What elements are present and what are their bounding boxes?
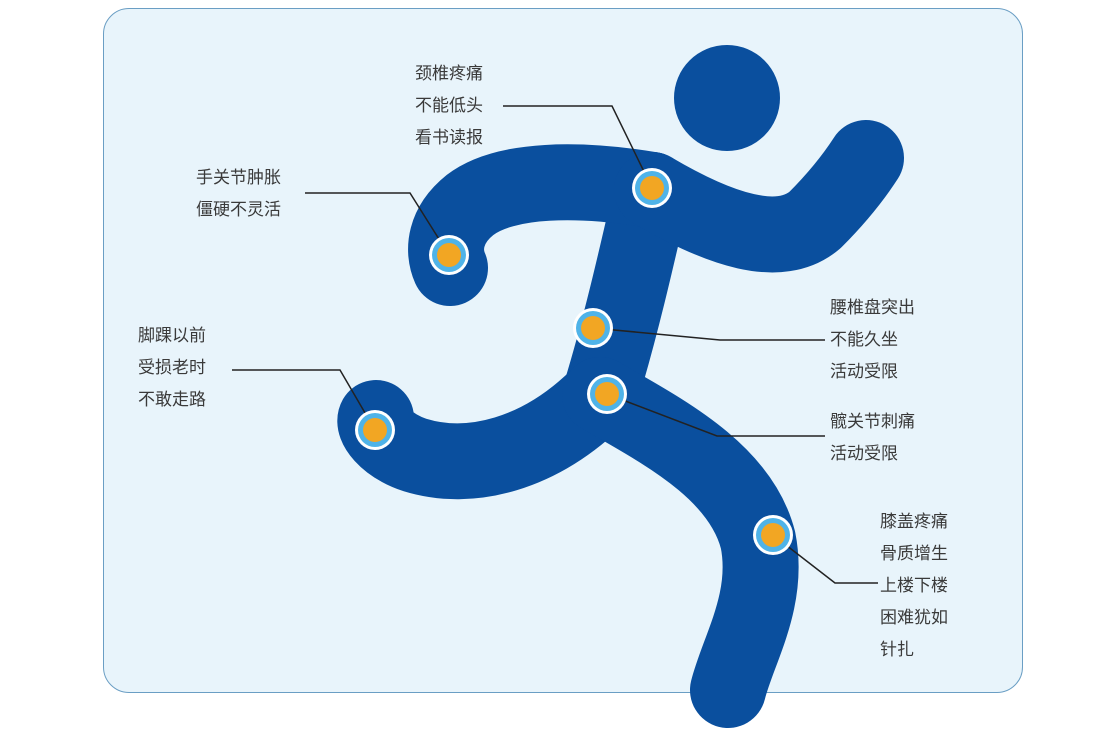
label-line: 骨质增生 bbox=[880, 544, 948, 563]
label-line: 活动受限 bbox=[830, 444, 898, 463]
leader-line-ankle bbox=[232, 369, 376, 431]
label-line: 上楼下楼 bbox=[880, 576, 948, 595]
label-line: 颈椎疼痛 bbox=[415, 64, 483, 83]
label-hip: 髋关节刺痛 活动受限 bbox=[830, 406, 915, 470]
marker-ankle bbox=[355, 410, 395, 450]
figure-right-leg bbox=[562, 357, 799, 728]
marker-lumbar bbox=[573, 308, 613, 348]
label-line: 针扎 bbox=[880, 640, 914, 659]
label-hand: 手关节肿胀 僵硬不灵活 bbox=[196, 162, 281, 226]
leader-line-knee bbox=[772, 534, 878, 584]
label-line: 髋关节刺痛 bbox=[830, 412, 915, 431]
label-line: 活动受限 bbox=[830, 362, 898, 381]
label-line: 腰椎盘突出 bbox=[830, 298, 915, 317]
marker-neck bbox=[632, 168, 672, 208]
marker-hand bbox=[429, 235, 469, 275]
figure-head bbox=[674, 45, 780, 151]
figure-right-arm bbox=[614, 120, 904, 273]
label-line: 不能低头 bbox=[415, 96, 483, 115]
label-lumbar: 腰椎盘突出 不能久坐 活动受限 bbox=[830, 292, 915, 388]
label-line: 膝盖疼痛 bbox=[880, 512, 948, 531]
leader-line-lumbar bbox=[592, 327, 825, 341]
label-line: 不能久坐 bbox=[830, 330, 898, 349]
leader-line-neck bbox=[503, 105, 653, 189]
label-knee: 膝盖疼痛 骨质增生 上楼下楼 困难犹如 针扎 bbox=[880, 506, 948, 666]
label-line: 受损老时 bbox=[138, 358, 206, 377]
label-line: 看书读报 bbox=[415, 128, 483, 147]
label-ankle: 脚踝以前 受损老时 不敢走路 bbox=[138, 320, 206, 416]
label-line: 困难犹如 bbox=[880, 608, 948, 627]
marker-knee bbox=[753, 515, 793, 555]
label-line: 脚踝以前 bbox=[138, 326, 206, 345]
label-neck: 颈椎疼痛 不能低头 看书读报 bbox=[415, 58, 483, 154]
leader-line-hip bbox=[606, 393, 825, 437]
leader-line-hand bbox=[305, 192, 450, 256]
marker-hip bbox=[587, 374, 627, 414]
label-line: 僵硬不灵活 bbox=[196, 200, 281, 219]
label-line: 不敢走路 bbox=[138, 390, 206, 409]
label-line: 手关节肿胀 bbox=[196, 168, 281, 187]
